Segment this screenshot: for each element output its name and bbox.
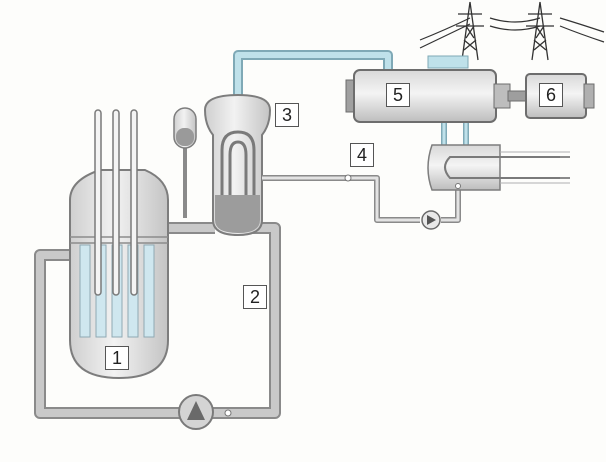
pylon-icon bbox=[526, 1, 554, 61]
power-lines bbox=[419, 17, 605, 49]
condenser bbox=[427, 144, 570, 191]
pressurizer bbox=[173, 107, 197, 218]
secondary-flow-marker bbox=[344, 174, 352, 182]
label-turbine: 5 bbox=[386, 83, 410, 107]
label-primary-circuit: 2 bbox=[243, 285, 267, 309]
steam-line bbox=[233, 50, 393, 95]
label-secondary-circuit: 4 bbox=[350, 143, 374, 167]
label-reactor: 1 bbox=[105, 346, 129, 370]
pump-arrow-icon bbox=[427, 215, 436, 225]
secondary-circuit bbox=[262, 175, 461, 223]
label-generator: 6 bbox=[539, 83, 563, 107]
pump-arrow-icon bbox=[187, 401, 205, 420]
turbine bbox=[345, 69, 511, 123]
steam-generator bbox=[203, 93, 272, 237]
control-rods bbox=[94, 109, 138, 296]
feedwater-pump bbox=[421, 210, 441, 230]
pylon-icon bbox=[456, 1, 484, 61]
primary-flow-marker bbox=[224, 409, 232, 417]
primary-pump bbox=[178, 394, 214, 430]
condenser-flow-marker bbox=[455, 183, 461, 189]
label-steam-generator: 3 bbox=[275, 103, 299, 127]
primary-circuit bbox=[34, 222, 281, 419]
